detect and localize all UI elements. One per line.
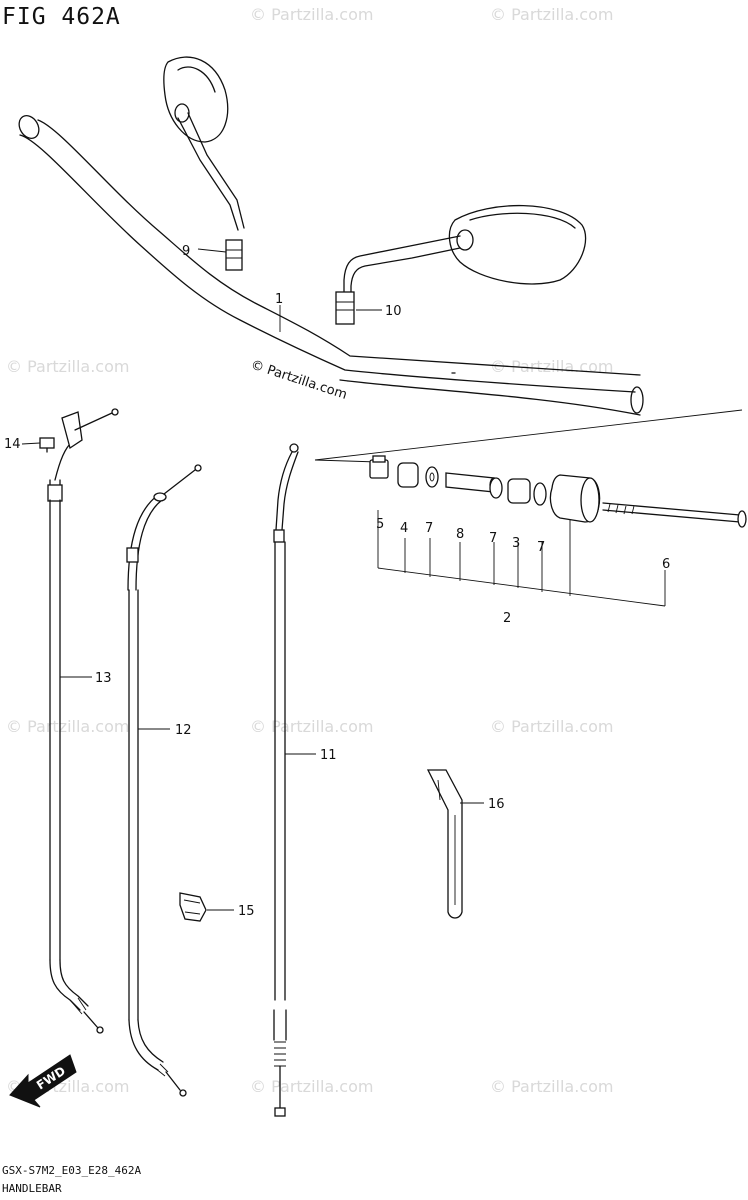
nut-part-5 [369,455,389,479]
callout-9: 9 [182,244,190,259]
handlebar-part [18,115,644,416]
callout-4: 4 [400,521,408,536]
watermark: © Partzilla.com [490,717,613,736]
callout-2: 2 [503,611,511,626]
washer-part-7b [489,477,503,499]
callout-7b: 7 [489,531,497,546]
callout-12: 12 [175,723,192,738]
callout-5: 5 [376,517,384,532]
watermark: © Partzilla.com [6,357,129,376]
watermark: © Partzilla.com [250,1077,373,1096]
clamp-part-15 [179,892,207,922]
cable-13-part [47,408,119,1034]
figure-code: GSX-S7M2_E03_E28_462A [2,1164,142,1177]
cable-11-part [273,443,299,1117]
callouts: 1 9 10 14 5 4 7 8 7 3 7 6 2 13 12 11 16 … [4,244,670,919]
callout-3: 3 [512,536,520,551]
spacer-part-3 [507,478,531,504]
watermark: © Partzilla.com [250,5,373,24]
tie-part-16 [426,769,463,919]
spacer-part-4 [397,462,419,488]
leader-lines [21,248,484,911]
callout-7a: 7 [425,521,433,536]
bolt-part-14 [39,437,55,453]
balancer-weight [549,474,601,523]
figure-title: FIG 462A [2,4,121,30]
callout-6: 6 [662,557,670,572]
washer-part-7a [425,466,439,488]
callout-14: 14 [4,437,21,452]
cable-12-part [126,464,202,1097]
mirror-right-part [335,204,587,325]
callout-15: 15 [238,904,255,919]
callout-16: 16 [488,797,505,812]
washer-part-7c [533,482,547,506]
watermark: © Partzilla.com [6,717,129,736]
mirror-left-part [163,56,245,271]
balancer-bracket [314,409,743,607]
bolt-part-6 [602,502,747,528]
callout-1: 1 [275,292,283,307]
callout-8: 8 [456,527,464,542]
callout-10: 10 [385,304,402,319]
watermark: © Partzilla.com [490,5,613,24]
watermarks: © Partzilla.com © Partzilla.com © Partzi… [6,5,613,1096]
callout-7c: 7 [537,540,545,555]
figure-caption: HANDLEBAR [2,1182,62,1195]
watermark: © Partzilla.com [490,1077,613,1096]
callout-13: 13 [95,671,112,686]
watermark: © Partzilla.com [250,717,373,736]
callout-11: 11 [320,748,337,763]
